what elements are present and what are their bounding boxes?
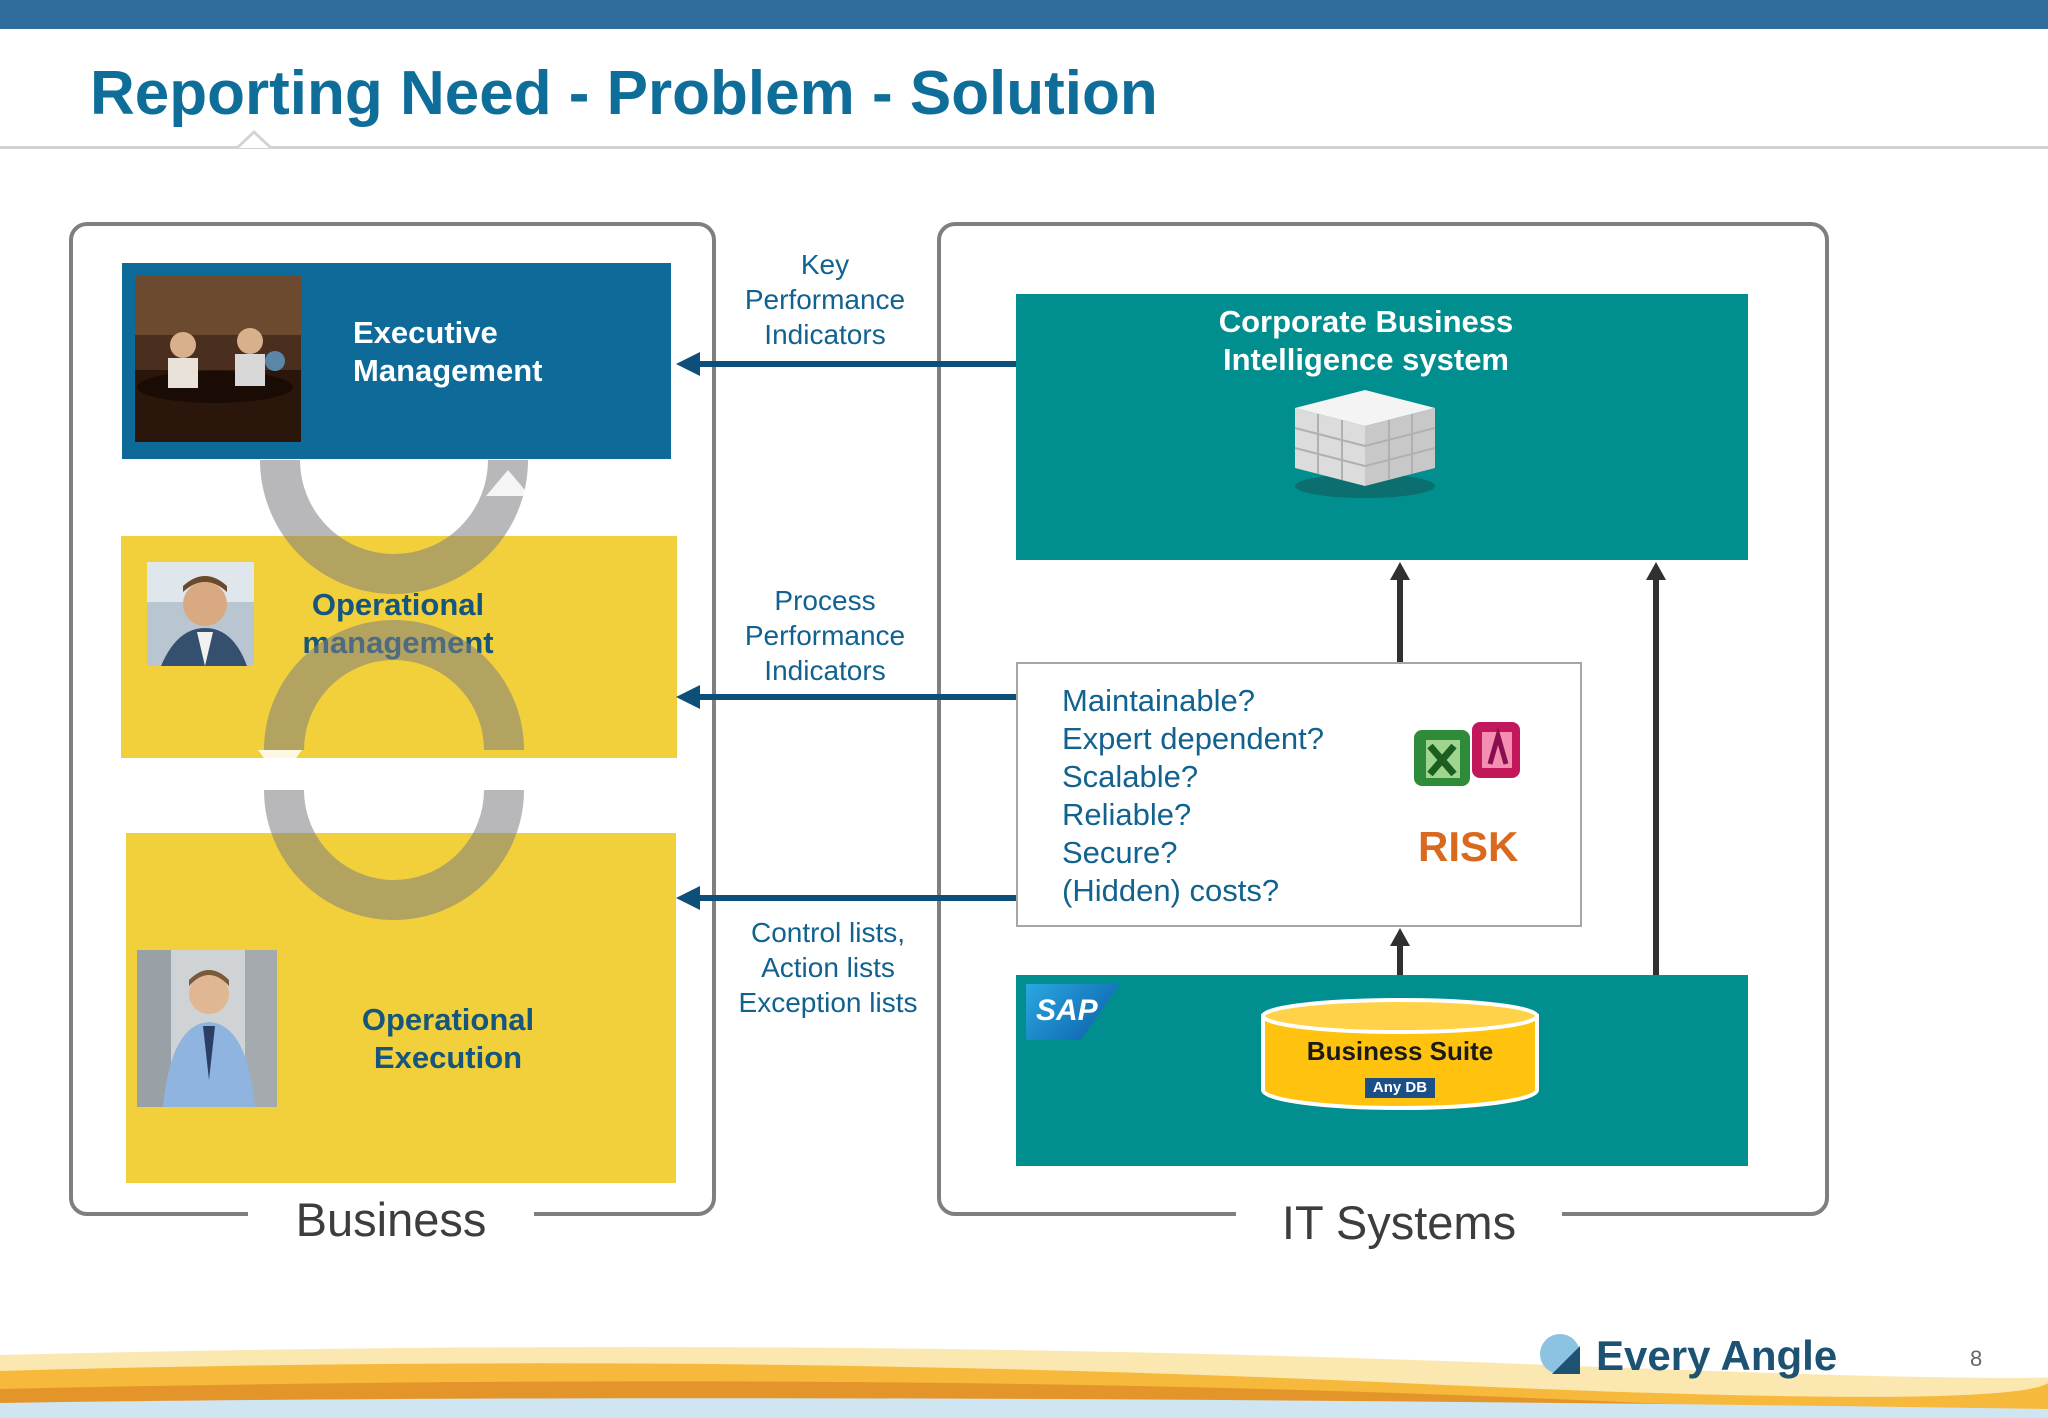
meeting-photo-icon: [135, 275, 301, 442]
title-rule: [0, 146, 2048, 149]
worker-photo-icon: [137, 950, 277, 1107]
spreadsheet-to-bi-arrow: [1390, 562, 1410, 662]
business-suite-label: Business Suite: [1306, 1036, 1494, 1066]
operational-execution-photo: [137, 950, 277, 1107]
ppi-arrow: [676, 685, 1016, 709]
operational-execution-label: Operational Execution: [361, 1002, 535, 1075]
any-db-tag: Any DB: [1365, 1078, 1435, 1098]
database-cylinder-icon: [1261, 998, 1539, 1110]
business-label: Business: [248, 1190, 534, 1250]
page-number: 8: [1970, 1346, 1983, 1371]
title-notch-inner: [239, 134, 269, 148]
every-angle-logo-icon: [1540, 1334, 1580, 1374]
top-bar: [0, 0, 2048, 29]
risk-question: Maintainable?: [1062, 683, 1256, 718]
kpi-arrow: [676, 352, 1016, 376]
risk-question: Reliable?: [1062, 797, 1192, 832]
brand-name: Every Angle: [1596, 1332, 1838, 1379]
executive-photo: [135, 275, 301, 442]
ppi-label: Process Performance Indicators: [744, 585, 906, 686]
lists-arrow: [676, 886, 1016, 910]
operational-management-photo: [147, 562, 254, 666]
risk-questions-list: Maintainable? Expert dependent? Scalable…: [1062, 682, 1402, 910]
slide-title: Reporting Need - Problem - Solution: [90, 59, 1158, 128]
sap-logo-text: SAP: [1036, 994, 1098, 1027]
kpi-label: Key Performance Indicators: [744, 249, 906, 350]
risk-question: Scalable?: [1062, 759, 1199, 794]
footer-swoosh: [0, 1347, 2048, 1418]
excel-access-icon: [1414, 722, 1520, 786]
risk-question: Secure?: [1062, 835, 1178, 870]
lists-label: Control lists, Action lists Exception li…: [738, 917, 918, 1018]
suite-to-bi-arrow: [1646, 562, 1666, 975]
it-systems-label: IT Systems: [1236, 1193, 1562, 1253]
cycle-arrows-icon: [258, 459, 530, 920]
manager-photo-icon: [147, 562, 254, 666]
risk-question: Expert dependent?: [1062, 721, 1324, 756]
spreadsheet-risk-box: [1016, 662, 1582, 927]
risk-question: (Hidden) costs?: [1062, 873, 1280, 908]
executive-management-label: Executive Management: [353, 315, 543, 388]
risk-label: RISK: [1418, 823, 1519, 870]
suite-to-spreadsheet-arrow: [1390, 928, 1410, 975]
bi-cube-icon: [1294, 390, 1436, 498]
bi-system-label: Corporate Business Intelligence system: [1218, 304, 1514, 377]
